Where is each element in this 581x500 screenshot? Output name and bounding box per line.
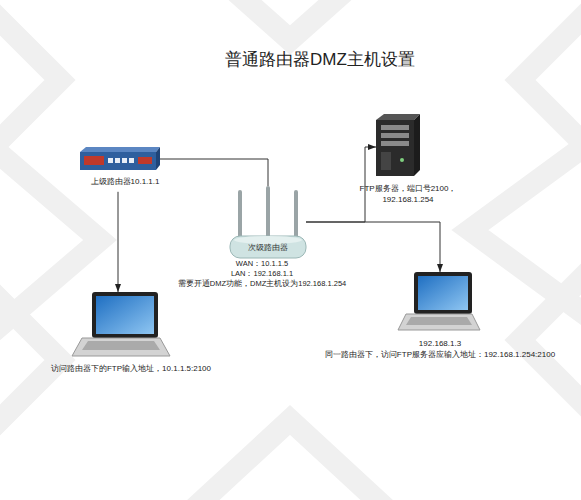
right-laptop-icon xyxy=(398,272,480,330)
caption-line: 访问路由器下的FTP输入地址，10.1.1.5:2100 xyxy=(51,364,211,375)
device-caption: 192.168.1.3同一路由器下，访问FTP服务器应输入地址：192.168.… xyxy=(325,339,555,361)
laptop-node: 访问路由器下的FTP输入地址，10.1.1.5:2100 xyxy=(72,292,170,356)
caption-line: 同一路由器下，访问FTP服务器应输入地址：192.168.1.254:2100 xyxy=(325,350,555,361)
ftp-server-icon xyxy=(376,114,420,176)
caption-line: 192.168.1.3 xyxy=(325,339,555,350)
router-node: 上级路由器10.1.1.1 xyxy=(80,147,160,171)
router-node: 次级路由器WAN：10.1.1.5LAN：192.168.1.1需要开通DMZ功… xyxy=(230,186,306,258)
caption-line: WAN：10.1.1.5 xyxy=(178,259,346,269)
wireless-router-icon xyxy=(230,186,306,258)
network-link xyxy=(118,192,119,292)
left-laptop-icon xyxy=(72,292,170,356)
caption-line: 需要开通DMZ功能，DMZ主机设为192.168.1.254 xyxy=(178,279,346,289)
server-node: FTP服务器，端口号2100，192.168.1.254 xyxy=(376,118,416,176)
laptop-node: 192.168.1.3同一路由器下，访问FTP服务器应输入地址：192.168.… xyxy=(404,272,476,330)
network-link xyxy=(160,159,268,186)
device-caption: 访问路由器下的FTP输入地址，10.1.1.5:2100 xyxy=(51,364,211,375)
device-caption: WAN：10.1.1.5LAN：192.168.1.1需要开通DMZ功能，DMZ… xyxy=(178,259,346,289)
upper-router-icon xyxy=(80,147,160,170)
caption-line: LAN：192.168.1.1 xyxy=(178,269,346,279)
device-name: 次级路由器 xyxy=(230,243,306,253)
caption-line: 192.168.1.254 xyxy=(360,195,457,206)
diagram-title: 普通路由器DMZ主机设置 xyxy=(220,49,420,72)
device-caption: 上级路由器10.1.1.1 xyxy=(91,177,160,188)
network-link xyxy=(306,222,440,272)
caption-line: 上级路由器10.1.1.1 xyxy=(91,177,160,188)
caption-line: FTP服务器，端口号2100， xyxy=(360,184,457,195)
device-caption: FTP服务器，端口号2100，192.168.1.254 xyxy=(360,184,457,206)
